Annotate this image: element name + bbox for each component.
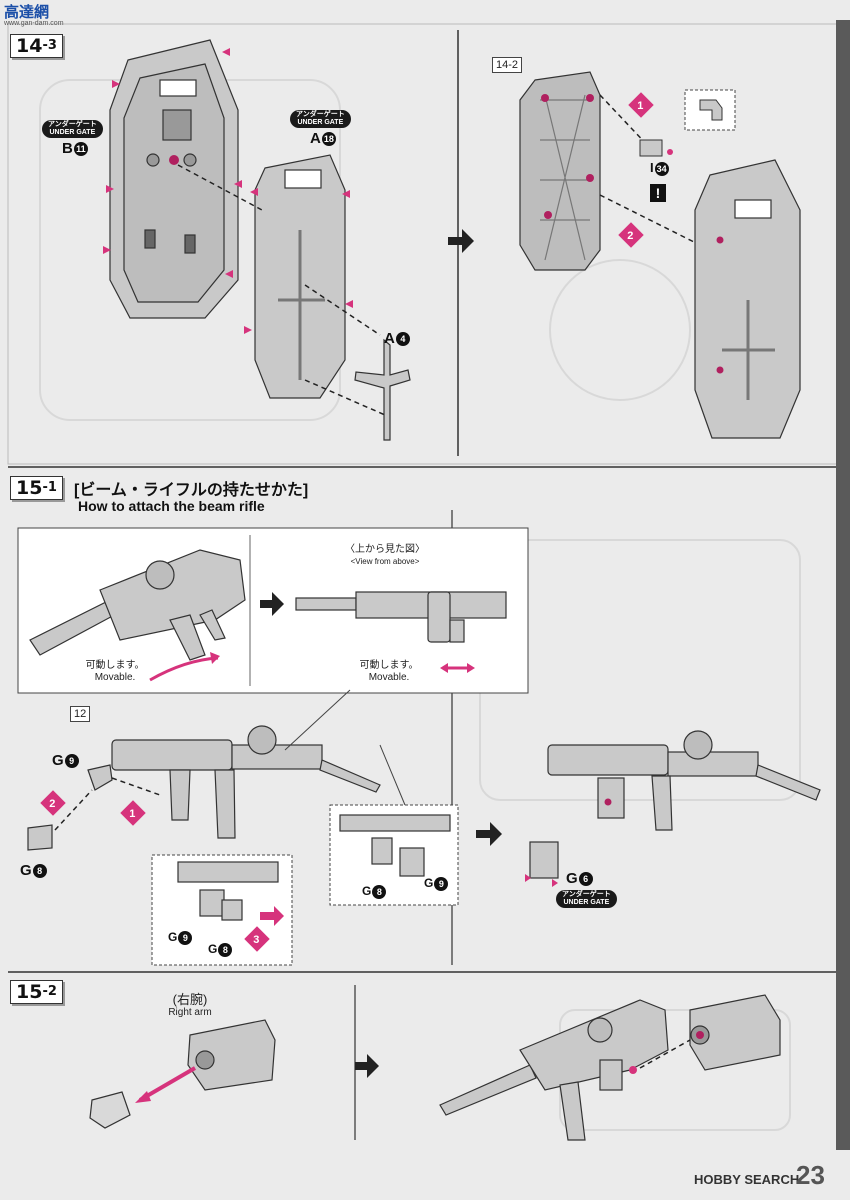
part-a18-number: 18 — [321, 132, 336, 147]
part-g8-number: 8 — [218, 942, 233, 957]
right-arm-jp: (右腕) — [172, 992, 208, 1007]
movable-en: Movable. — [94, 672, 136, 683]
part-a4-letter: A — [384, 330, 395, 347]
step-1-number: 1 — [129, 807, 136, 820]
step-15-1-sub: 1 — [47, 480, 57, 495]
watermark-logo: 高達網 www.gan-dam.com — [4, 4, 70, 30]
part-g9-number: 9 — [434, 876, 449, 891]
part-g6-letter: G — [566, 870, 578, 887]
right-arm-label: (右腕) Right arm — [150, 992, 230, 1019]
part-g8-letter: G — [208, 942, 218, 956]
part-g9-number: 9 — [178, 930, 193, 945]
step-3-number: 3 — [253, 933, 260, 946]
step-15-2-number: 15 — [16, 981, 43, 1003]
under-gate-jp: アンダーゲート — [562, 891, 611, 898]
step-1-number: 1 — [637, 99, 644, 112]
step-14-2-ref-number: 14 — [496, 59, 509, 71]
step-14-2-ref-sub: 2 — [511, 59, 519, 71]
step-15-2-label: 15-2 — [10, 980, 63, 1004]
step-14-3-sub: 3 — [47, 38, 57, 53]
movable-label-left: 可動します。 Movable. — [80, 660, 150, 684]
under-gate-badge-a18: アンダーゲート UNDER GATE — [290, 110, 351, 128]
step-14-3-label: 14-3 — [10, 34, 63, 58]
step-15-1-number: 15 — [16, 477, 43, 499]
part-g9-letter: G — [52, 752, 64, 769]
part-g6-number: 6 — [578, 872, 593, 887]
under-gate-badge-b11: アンダーゲート UNDER GATE — [42, 120, 103, 138]
step-12-ref: 12 — [70, 706, 91, 722]
step-2-number: 2 — [627, 229, 634, 242]
part-g8-number: 8 — [372, 884, 387, 899]
movable-jp: 可動します。 — [359, 660, 419, 671]
under-gate-badge-g6: アンダーゲート UNDER GATE — [556, 890, 617, 908]
under-gate-en: UNDER GATE — [563, 899, 610, 906]
step-15-2-sub: 2 — [47, 984, 57, 999]
part-g9-letter: G — [168, 930, 178, 944]
right-arm-en: Right arm — [168, 1007, 212, 1018]
part-i34-letter: I — [650, 160, 654, 175]
part-a4-number: 4 — [395, 332, 410, 347]
part-g8-letter: G — [362, 884, 372, 898]
under-gate-jp: アンダーゲート — [296, 111, 345, 118]
watermark-url: www.gan-dam.com — [4, 20, 64, 27]
page-number: 23 — [796, 1160, 825, 1190]
part-g8-letter: G — [20, 862, 32, 879]
under-gate-en: UNDER GATE — [297, 119, 344, 126]
step-15-1-jp-title: [ビーム・ライフルの持たせかた] — [74, 482, 309, 499]
under-gate-en: UNDER GATE — [49, 129, 96, 136]
part-b11-letter: B — [62, 140, 73, 157]
view-from-above-jp: 〈上から見た図〉 — [345, 544, 425, 555]
warning-icon: ! — [650, 184, 666, 202]
part-g8-number: 8 — [32, 864, 47, 879]
step-14-2-ref: 14-2 — [492, 57, 523, 73]
part-g9-letter: G — [424, 876, 434, 890]
part-a18-letter: A — [310, 130, 321, 147]
watermark-logo-text: 高達網 — [4, 3, 50, 21]
under-gate-jp: アンダーゲート — [48, 121, 97, 128]
hobby-search-logo: HOBBY SEARCH — [694, 1172, 800, 1187]
step-14-3-number: 14 — [16, 35, 43, 57]
part-g9-number: 9 — [64, 754, 79, 769]
part-i34-number: 34 — [654, 161, 669, 176]
view-from-above-label: 〈上から見た図〉 <View from above> — [330, 544, 440, 568]
step-15-1-en-title: How to attach the beam rifle — [78, 498, 265, 514]
step-15-1-label: 15-1 — [10, 476, 63, 500]
part-b11-number: 11 — [73, 142, 88, 157]
step-2-number: 2 — [49, 797, 56, 810]
movable-en: Movable. — [368, 672, 410, 683]
movable-label-right: 可動します。 Movable. — [354, 660, 424, 684]
view-from-above-en: <View from above> — [350, 557, 420, 566]
movable-jp: 可動します。 — [85, 660, 145, 671]
